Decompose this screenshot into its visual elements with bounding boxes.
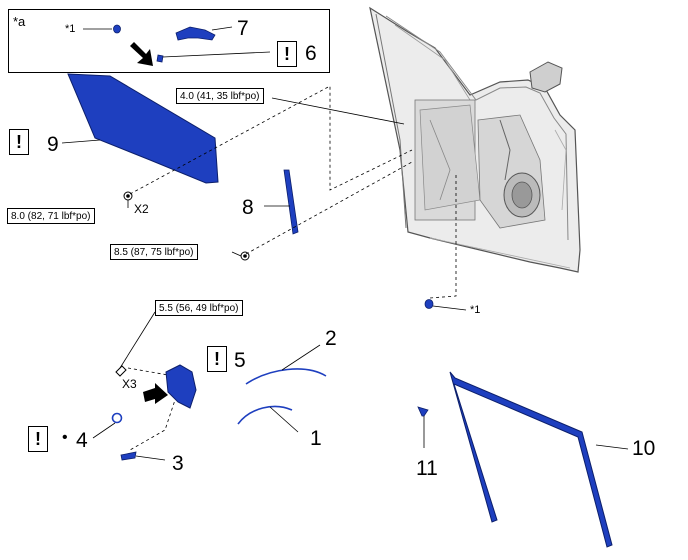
torque-spec: 8.0 (82, 71 lbf*po) <box>7 208 95 224</box>
handle-part-7 <box>175 26 216 41</box>
door-assembly <box>369 6 581 273</box>
warning-icon: ! <box>207 346 227 372</box>
bullet-marker: • <box>62 429 68 446</box>
torque-spec: 5.5 (56, 49 lbf*po) <box>155 300 243 316</box>
cable-part-1 <box>237 405 293 425</box>
door-clip-label: *1 <box>470 304 481 316</box>
inset-box <box>8 9 330 73</box>
warning-icon: ! <box>277 41 297 67</box>
callout-8: 8 <box>242 196 254 219</box>
callout-9: 9 <box>47 133 59 156</box>
clip-part <box>113 24 121 34</box>
callout-10: 10 <box>632 437 656 460</box>
arrow-indicator <box>143 383 168 404</box>
callout-11: 11 <box>416 457 438 480</box>
assembly-lines <box>127 85 457 451</box>
quantity-label: X2 <box>134 202 149 216</box>
callout-6: 6 <box>305 42 317 65</box>
callout-5: 5 <box>234 349 246 372</box>
warning-icon: ! <box>9 129 29 155</box>
torque-spec: 4.0 (41, 35 lbf*po) <box>176 88 264 104</box>
cable-part-2 <box>245 368 327 385</box>
seal-part-10 <box>449 371 613 548</box>
warning-icon: ! <box>28 426 48 452</box>
door-glass-part-9 <box>67 73 219 184</box>
lock-part-5 <box>165 364 197 409</box>
callout-1: 1 <box>310 427 322 450</box>
screw-part-6 <box>156 54 164 63</box>
arrow-indicator <box>130 42 153 66</box>
callout-7: 7 <box>237 17 249 40</box>
callout-3: 3 <box>172 452 184 475</box>
clip-part <box>424 299 434 309</box>
torque-spec: 8.5 (87, 75 lbf*po) <box>110 244 198 260</box>
callout-4: 4 <box>76 429 88 452</box>
rod-part-3 <box>120 451 137 461</box>
pin-part-11 <box>417 406 429 417</box>
inset-clip-label: *1 <box>65 23 76 35</box>
inset-parts <box>83 24 271 66</box>
bolt-icon <box>115 365 127 377</box>
callout-2: 2 <box>325 327 337 350</box>
grommet-part-4 <box>111 412 123 424</box>
channel-part-8 <box>283 169 299 235</box>
inset-label: *a <box>13 14 26 29</box>
quantity-label: X3 <box>122 377 137 391</box>
